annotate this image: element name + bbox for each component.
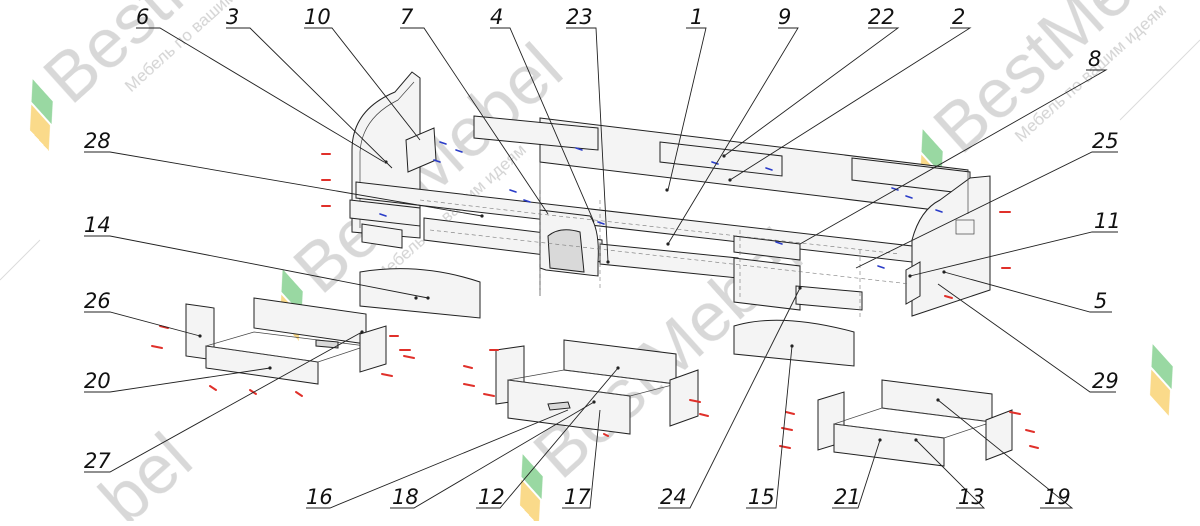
callout-21: 21	[834, 485, 861, 509]
drawer-end	[359, 325, 387, 373]
divider-cutout	[547, 229, 585, 273]
callout-4: 4	[490, 5, 503, 29]
drawer-back	[253, 297, 367, 345]
callout-16: 16	[306, 485, 333, 509]
watermark-brand: BestMebel	[279, 29, 577, 308]
callout-5: 5	[1094, 289, 1107, 313]
fasteners	[151, 141, 1039, 449]
drawer-box-21	[833, 423, 945, 467]
callout-10: 10	[304, 5, 331, 29]
callout-23: 23	[566, 5, 593, 29]
drawer-left	[185, 297, 387, 385]
bed-frame	[349, 71, 991, 320]
callout-18: 18	[392, 485, 419, 509]
drawer-right	[817, 379, 1013, 467]
callout-20: 20	[84, 369, 111, 393]
callout-11: 11	[1094, 209, 1121, 233]
right-headboard	[911, 175, 991, 317]
callout-15: 15	[748, 485, 775, 509]
left-support	[361, 223, 403, 249]
callout-labels: 6 3 10 7 4 23 1 9 22 2 8 28 25 14 11 26 …	[84, 5, 1121, 509]
callout-24: 24	[660, 485, 687, 509]
drawer-middle	[495, 339, 699, 435]
front-panel-15	[733, 319, 855, 367]
right-bracket	[905, 261, 921, 305]
callout-14: 14	[84, 213, 111, 237]
watermark-logo	[1150, 344, 1173, 416]
callout-8: 8	[1088, 47, 1101, 71]
callout-6: 6	[136, 5, 149, 29]
callout-7: 7	[400, 5, 414, 29]
lower-rail	[795, 285, 863, 311]
callout-19: 19	[1044, 485, 1071, 509]
callout-9: 9	[778, 5, 791, 29]
callout-3: 3	[226, 5, 239, 29]
callout-28: 28	[84, 129, 111, 153]
callout-25: 25	[1092, 129, 1119, 153]
callout-2: 2	[952, 5, 965, 29]
callout-26: 26	[84, 289, 111, 313]
drawer-end	[669, 369, 699, 427]
back-mid-rail	[659, 141, 783, 177]
watermark-logo: BestMebel Мебель по вашим идеям	[29, 0, 327, 151]
drawer-side-20	[205, 345, 319, 385]
back-top-rail	[473, 115, 599, 151]
left-side-rail	[349, 199, 421, 227]
lower-right-base	[733, 257, 801, 311]
drawer-end	[985, 409, 1013, 461]
callout-17: 17	[564, 485, 591, 509]
leader-lines	[84, 27, 1118, 509]
callout-12: 12	[478, 485, 505, 509]
mid-lower-board	[599, 243, 739, 279]
front-panel-14	[359, 268, 481, 319]
callout-29: 29	[1092, 369, 1119, 393]
callout-1: 1	[690, 5, 703, 29]
watermark-brand: BestMebel	[29, 0, 327, 118]
front-panels	[359, 268, 855, 367]
callout-27: 27	[84, 449, 111, 473]
upper-bracket	[733, 235, 801, 261]
callout-22: 22	[868, 5, 895, 29]
callout-13: 13	[958, 485, 985, 509]
